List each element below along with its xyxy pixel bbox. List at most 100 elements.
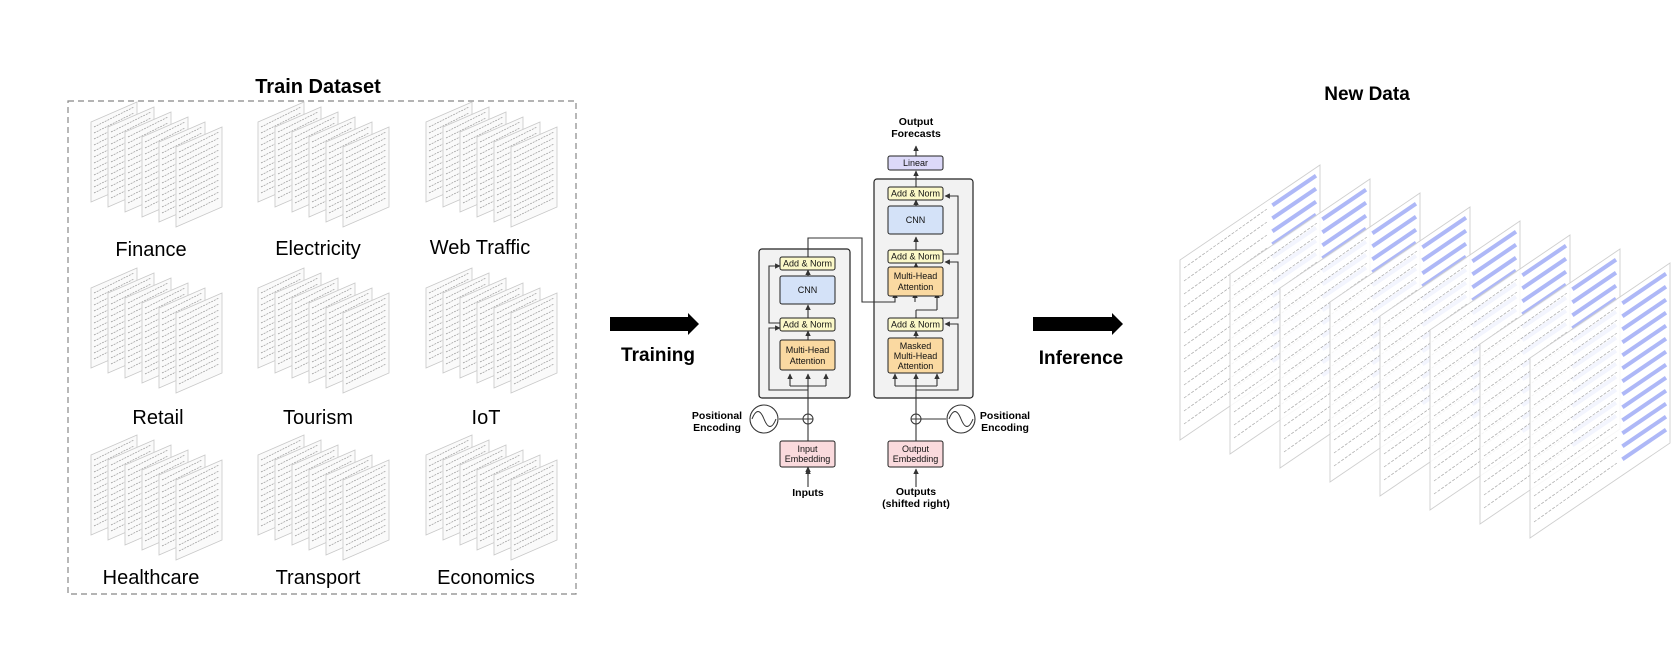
sheet-row-line (178, 351, 220, 373)
new-data-row-line (1283, 301, 1368, 362)
sheet-row-line (161, 298, 203, 320)
sheet-row-line (277, 283, 319, 305)
new-data-row-line (1233, 339, 1318, 400)
new-data-row-line (1233, 222, 1318, 283)
sheet-row-line (93, 439, 135, 461)
new-data-row-line (1333, 328, 1418, 389)
new-data-row-line (1483, 383, 1568, 444)
sheet-row-line (513, 185, 555, 207)
dataset-label-tourism: Tourism (283, 407, 353, 429)
sheet-row-line (178, 191, 220, 213)
sheet-row-line (345, 179, 387, 201)
sheet-row-line (445, 117, 487, 139)
new-data-sheets (1179, 164, 1671, 539)
sheet-row-line (178, 488, 220, 510)
output-embedding-line1: Output (902, 444, 930, 454)
sheet-row-line (345, 518, 387, 540)
new-data-highlight-cell (1571, 284, 1618, 317)
new-data-highlight-cell (1271, 187, 1318, 220)
encoder-multi-head-attention (779, 339, 836, 371)
new-data-row-line (1533, 306, 1618, 367)
sheet-row-line (445, 283, 487, 305)
dataset-stack-retail (90, 267, 223, 394)
sheet-row-line (311, 127, 353, 149)
new-data-row-line (1233, 235, 1318, 296)
new-data-highlight-cell (1621, 298, 1668, 331)
inputs-label: Inputs (792, 487, 824, 499)
sheet-row-line (328, 292, 370, 314)
sheet-row-line (277, 111, 319, 133)
decoder-multi-head-attention (887, 266, 944, 297)
sheet-row-line (345, 131, 387, 153)
new-data-row-line (1333, 367, 1418, 428)
dataset-stack-tourism (257, 267, 390, 394)
sheet-row-line (445, 450, 487, 472)
sheet-row-line (428, 445, 470, 467)
new-data-row-line (1283, 314, 1368, 375)
new-data-highlight-cell (1371, 215, 1418, 248)
new-data-row-line (1283, 236, 1368, 297)
sheet-row-line (479, 127, 521, 149)
sheet-row-line (294, 122, 336, 144)
sheet-row-line (178, 518, 220, 540)
new-data-highlight-cell (1621, 376, 1668, 409)
sheet-row-line (345, 464, 387, 486)
dataset-stack-economics (425, 434, 558, 561)
sheet-row-line (513, 363, 555, 385)
encoder-mha-line2: Attention (790, 356, 826, 366)
sheet-row-line (345, 488, 387, 510)
new-data-row-line (1183, 364, 1268, 425)
sheet-row-line (328, 298, 370, 320)
encoder-mha-line1: Multi-Head (786, 345, 830, 355)
sheet-row-line (178, 482, 220, 504)
new-data-row-line (1433, 317, 1518, 378)
sheet-row-line (178, 315, 220, 337)
dataset-stack-healthcare (90, 434, 223, 561)
new-data-row-line (1183, 312, 1268, 373)
sheet-row-line (345, 197, 387, 219)
new-data-row-line (1383, 303, 1468, 364)
sheet-row-line (178, 333, 220, 355)
encoder-cnn-box (779, 275, 836, 305)
new-data-highlight-cell (1571, 271, 1618, 304)
sheet-row-line (294, 449, 336, 471)
sheet-row-line (513, 191, 555, 213)
new-data-highlight-cell (1621, 389, 1668, 422)
dataset-label-finance: Finance (115, 239, 186, 261)
decoder-masked-line3: Attention (898, 361, 934, 371)
input-embedding-box (779, 440, 836, 468)
new-data-row-line (1333, 393, 1418, 454)
dec-residual-1 (916, 321, 959, 391)
sine-wave-icon-right (946, 404, 976, 434)
sheet-row-line (178, 512, 220, 534)
input-embedding-line1: Input (797, 444, 818, 454)
sheet-row-line (479, 287, 521, 309)
new-data-row-line (1383, 420, 1468, 481)
new-data-row-line (1283, 327, 1368, 388)
new-data-row-line (1283, 262, 1368, 323)
train-dataset-panel: Train Dataset Finance Electricity Web Tr… (67, 76, 577, 595)
new-data-highlight-cell (1621, 402, 1668, 435)
sheet-row-line (513, 333, 555, 355)
sheet-row-line (345, 470, 387, 492)
new-data-highlight-cell (1621, 363, 1668, 396)
new-data-highlight-cell (1421, 229, 1468, 262)
sheet-row-line (178, 197, 220, 219)
sheet-row-line (161, 459, 203, 481)
decoder-add-norm-top-label: Add & Norm (891, 189, 940, 199)
dataset-label-web-traffic: Web Traffic (430, 237, 530, 259)
sheet-row-line (345, 512, 387, 534)
sheet-row-line (178, 363, 220, 385)
sheet-row-line (178, 149, 220, 171)
sheet-row-line (178, 155, 220, 177)
sheet-row-line (178, 345, 220, 367)
new-data-row-line (1183, 299, 1268, 360)
new-data-row-line (1333, 289, 1418, 350)
decoder-masked-line1: Masked (900, 341, 932, 351)
sheet-row-line (345, 357, 387, 379)
sheet-row-line (311, 287, 353, 309)
sheet-row-line (496, 465, 538, 487)
new-data-row-line (1483, 331, 1568, 392)
new-data-highlight-cell (1621, 415, 1668, 448)
new-data-highlight-cell (1321, 227, 1368, 260)
